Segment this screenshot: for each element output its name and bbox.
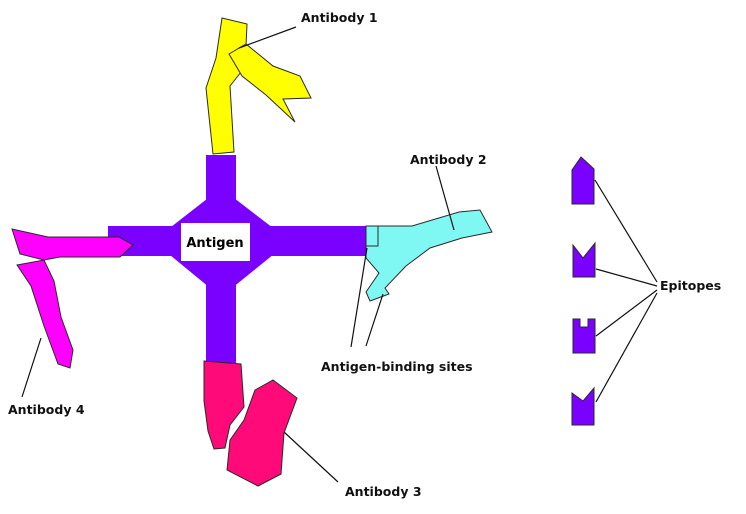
antibody-2-label: Antibody 2: [410, 152, 487, 167]
epitopes-label: Epitopes: [660, 278, 721, 293]
antigen-label: Antigen: [186, 236, 243, 251]
antibody-2-binding-site-notch: [366, 226, 378, 246]
antibody-1-label: Antibody 1: [301, 10, 378, 25]
antigen-binding-sites-label: Antigen-binding sites: [321, 359, 473, 374]
antibody-4-label: Antibody 4: [8, 402, 85, 417]
antibody-3-label: Antibody 3: [345, 484, 422, 499]
